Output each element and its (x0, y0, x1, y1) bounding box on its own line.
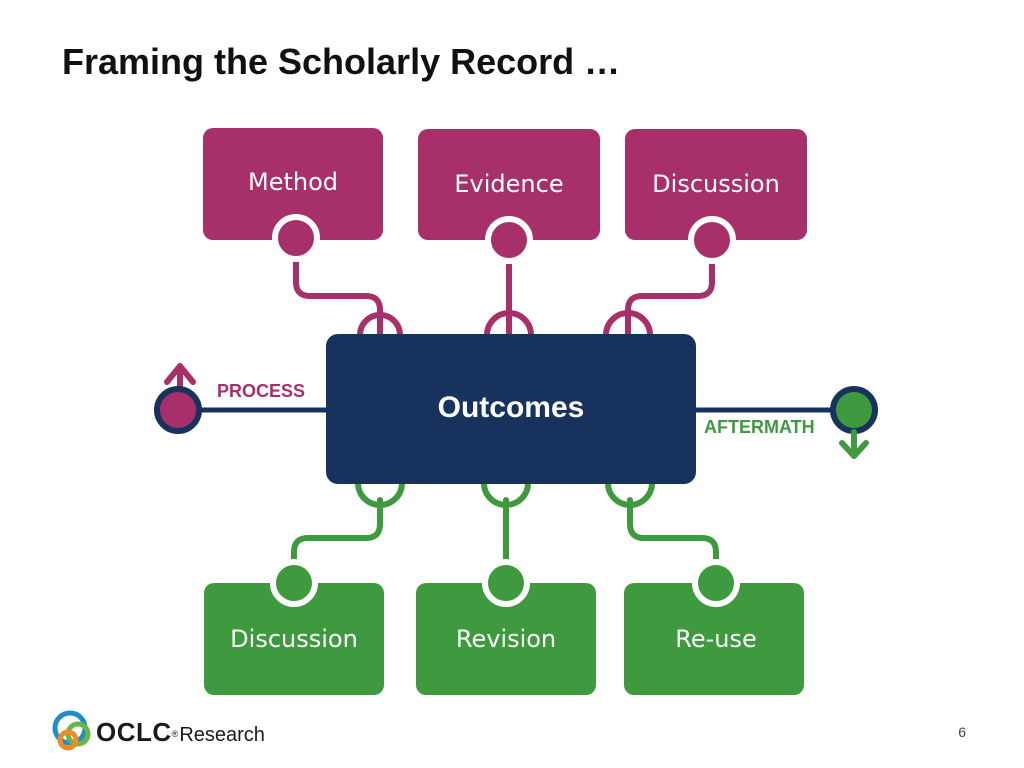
aftermath-box-revision: Revision (416, 583, 596, 695)
connector-method (293, 233, 383, 337)
aftermath-socket (481, 480, 531, 508)
logo-research: Research (179, 724, 265, 746)
oclc-logo-icon (52, 710, 91, 751)
box-label: Discussion (230, 625, 358, 653)
process-box-evidence: Evidence (418, 129, 600, 240)
process-box-method: Method (203, 128, 383, 240)
box-label: Re-use (675, 625, 757, 653)
aftermath-box-discussion: Discussion (204, 583, 384, 695)
aftermath-node (270, 559, 318, 607)
process-arrow-icon (164, 363, 196, 391)
logo-registered-mark: ® (171, 729, 179, 739)
box-label: Revision (456, 625, 556, 653)
process-socket (484, 310, 534, 338)
process-knob (154, 386, 202, 434)
logo-brand: OCLC (96, 717, 172, 747)
aftermath-box-reuse: Re-use (624, 583, 804, 695)
aftermath-arrow-icon (839, 429, 869, 459)
process-box-discussion: Discussion (625, 129, 807, 240)
process-socket (603, 310, 653, 338)
slide-title: Framing the Scholarly Record … (62, 41, 621, 82)
page-number: 6 (958, 724, 966, 740)
connector-aftermath-discussion (291, 497, 383, 583)
outcomes-label: Outcomes (438, 391, 585, 424)
outcomes-box (326, 334, 696, 484)
oclc-research-logo: OCLC®Research (96, 716, 265, 753)
aftermath-socket (355, 480, 405, 508)
process-node (688, 216, 736, 264)
aftermath-node (692, 559, 740, 607)
box-label: Method (248, 168, 338, 196)
process-socket (357, 312, 403, 338)
aftermath-node (482, 559, 530, 607)
aftermath-socket (605, 480, 655, 508)
aftermath-knob (830, 386, 878, 434)
connector-process-discussion (625, 235, 715, 337)
aftermath-label: AFTERMATH (704, 417, 815, 437)
process-label: PROCESS (217, 381, 305, 401)
process-node (485, 216, 533, 264)
process-node (272, 214, 320, 262)
connector-reuse (627, 497, 719, 583)
box-label: Evidence (454, 170, 563, 198)
box-label: Discussion (652, 170, 780, 198)
